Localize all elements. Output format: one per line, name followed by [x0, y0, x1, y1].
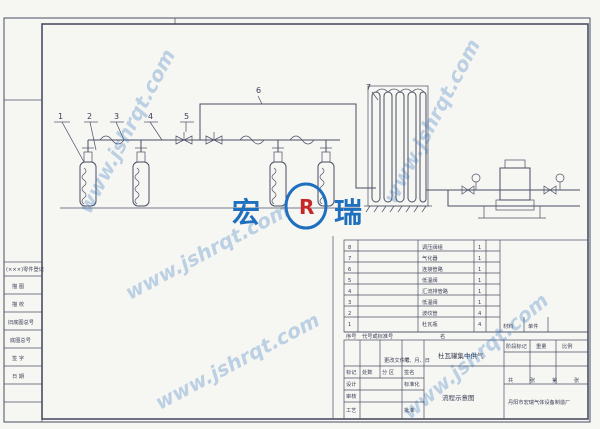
watermarks: www.jshrqt.com www.jshrqt.com www.jshrqt… [73, 35, 553, 424]
dewar-bottle [132, 147, 150, 207]
left-column-item: 底图总号 [10, 336, 31, 344]
leader-number: 1 [58, 112, 63, 121]
watermark-text: www.jshrqt.com [73, 45, 180, 217]
left-column-item: 描 校 [12, 300, 24, 308]
sheet-info: 张 [574, 376, 580, 384]
svg-text:R: R [299, 195, 314, 219]
left-column-top: (×××)零件登记 [6, 265, 44, 273]
parts-row-no: 2 [348, 311, 351, 317]
parts-header-weight: 单件 [528, 322, 538, 330]
subtitle-text: 流程示意图 [442, 393, 475, 402]
rev-col: 分 区 [382, 368, 394, 376]
parts-row-qty: 4 [478, 311, 482, 317]
rev-col: 标记 [346, 368, 356, 376]
check-label: 审核 [346, 392, 356, 400]
parts-row-name: 汇流排管路 [422, 287, 449, 295]
parts-row-qty: 1 [478, 289, 481, 295]
parts-row-no: 4 [348, 289, 352, 295]
parts-row-name: 低温阀 [422, 298, 438, 306]
sheet-info: 共 [508, 376, 513, 384]
sheet-info: 第 [552, 376, 557, 384]
leader-number: 2 [87, 112, 92, 121]
rev-col: 更改文件号 [384, 356, 410, 364]
left-column-item: 描 图 [12, 282, 24, 290]
parts-row-no: 7 [348, 256, 351, 262]
connecting-pipe [199, 103, 376, 189]
process-label: 工艺 [346, 407, 356, 414]
rev-col: 处数 [362, 368, 373, 376]
drawing-inner-frame [41, 23, 589, 420]
dewar-bottle [269, 147, 287, 207]
parts-row-name: 调压阀组 [422, 243, 443, 251]
parts-row-no: 1 [348, 322, 351, 328]
parts-row-no: 3 [348, 300, 351, 306]
parts-row-qty: 1 [478, 245, 481, 251]
parts-row-name: 低温阀 [422, 276, 438, 284]
vaporizer [364, 85, 432, 213]
left-register-column: (×××)零件登记 描 图 描 校 旧底图总号 底图总号 签 字 日 期 [3, 261, 44, 423]
stage-header: 阶段标记 [506, 342, 527, 350]
parts-row-name: 连接管路 [422, 265, 444, 273]
watermark-text: www.jshrqt.com [121, 198, 293, 305]
parts-row-name: 波纹管 [422, 309, 438, 317]
parts-row-no: 5 [348, 278, 351, 284]
cryogenic-valve [205, 132, 223, 145]
stage-header: 重量 [536, 342, 546, 350]
cryogenic-valve [175, 132, 193, 145]
leader-labels: 1 2 3 4 5 6 7 [54, 83, 379, 163]
left-column-item: 旧底图总号 [8, 318, 34, 326]
parts-row-name: 杜瓦瓶 [422, 320, 438, 328]
parts-row-qty: 1 [478, 278, 481, 284]
parts-row-no: 6 [348, 267, 351, 273]
watermark-text: www.jshrqt.com [151, 308, 323, 415]
parts-row-no: 8 [348, 245, 351, 251]
svg-text:宏: 宏 [232, 196, 260, 229]
outlet-pipe [426, 189, 580, 207]
leader-number: 7 [366, 83, 371, 92]
parts-row-qty: 1 [478, 267, 481, 273]
leader-number: 3 [114, 112, 119, 121]
parts-list: 8 调压阀组 1 7 气化器 1 6 连接管路 1 5 低温阀 1 4 汇流排管… [343, 239, 589, 340]
approve-label: 批准 [404, 406, 414, 414]
leader-number: 6 [256, 86, 261, 95]
parts-header-name: 名 [440, 332, 445, 340]
stage-header: 比例 [562, 342, 572, 350]
svg-text:瑞: 瑞 [334, 196, 362, 229]
company-name: 丹阳市宏瑞气体设备制造厂 [508, 398, 570, 406]
rev-col: 年、月、日 [404, 356, 430, 364]
pressure-regulator-group [461, 159, 565, 219]
company-logo: 宏 R 瑞 [232, 182, 362, 230]
standard-label: 标准化 [404, 380, 420, 388]
sheet-info: 张 [530, 376, 536, 384]
parts-row-qty: 1 [478, 300, 481, 306]
left-column-item: 签 字 [12, 354, 24, 362]
leader-number: 5 [184, 112, 189, 121]
parts-row-qty: 4 [478, 322, 482, 328]
title-block: 杜瓦罐集中供气 流程示意图 丹阳市宏瑞气体设备制造厂 标记 处数 分 区 更改文… [343, 339, 589, 420]
leader-number: 4 [148, 112, 153, 121]
rev-col: 签名 [404, 368, 414, 376]
design-label: 设计 [346, 380, 356, 388]
title-text: 杜瓦罐集中供气 [438, 351, 484, 360]
parts-header-material: 材料 [503, 322, 513, 330]
watermark-text: www.jshrqt.com [378, 35, 485, 207]
parts-row-qty: 1 [478, 256, 481, 262]
parts-header-no: 序号 [346, 332, 356, 340]
drawing-outer-border [3, 17, 591, 423]
parts-header-code: 代号或标准号 [362, 332, 393, 340]
parts-row-name: 气化器 [422, 254, 438, 262]
left-column-item: 日 期 [12, 373, 24, 380]
